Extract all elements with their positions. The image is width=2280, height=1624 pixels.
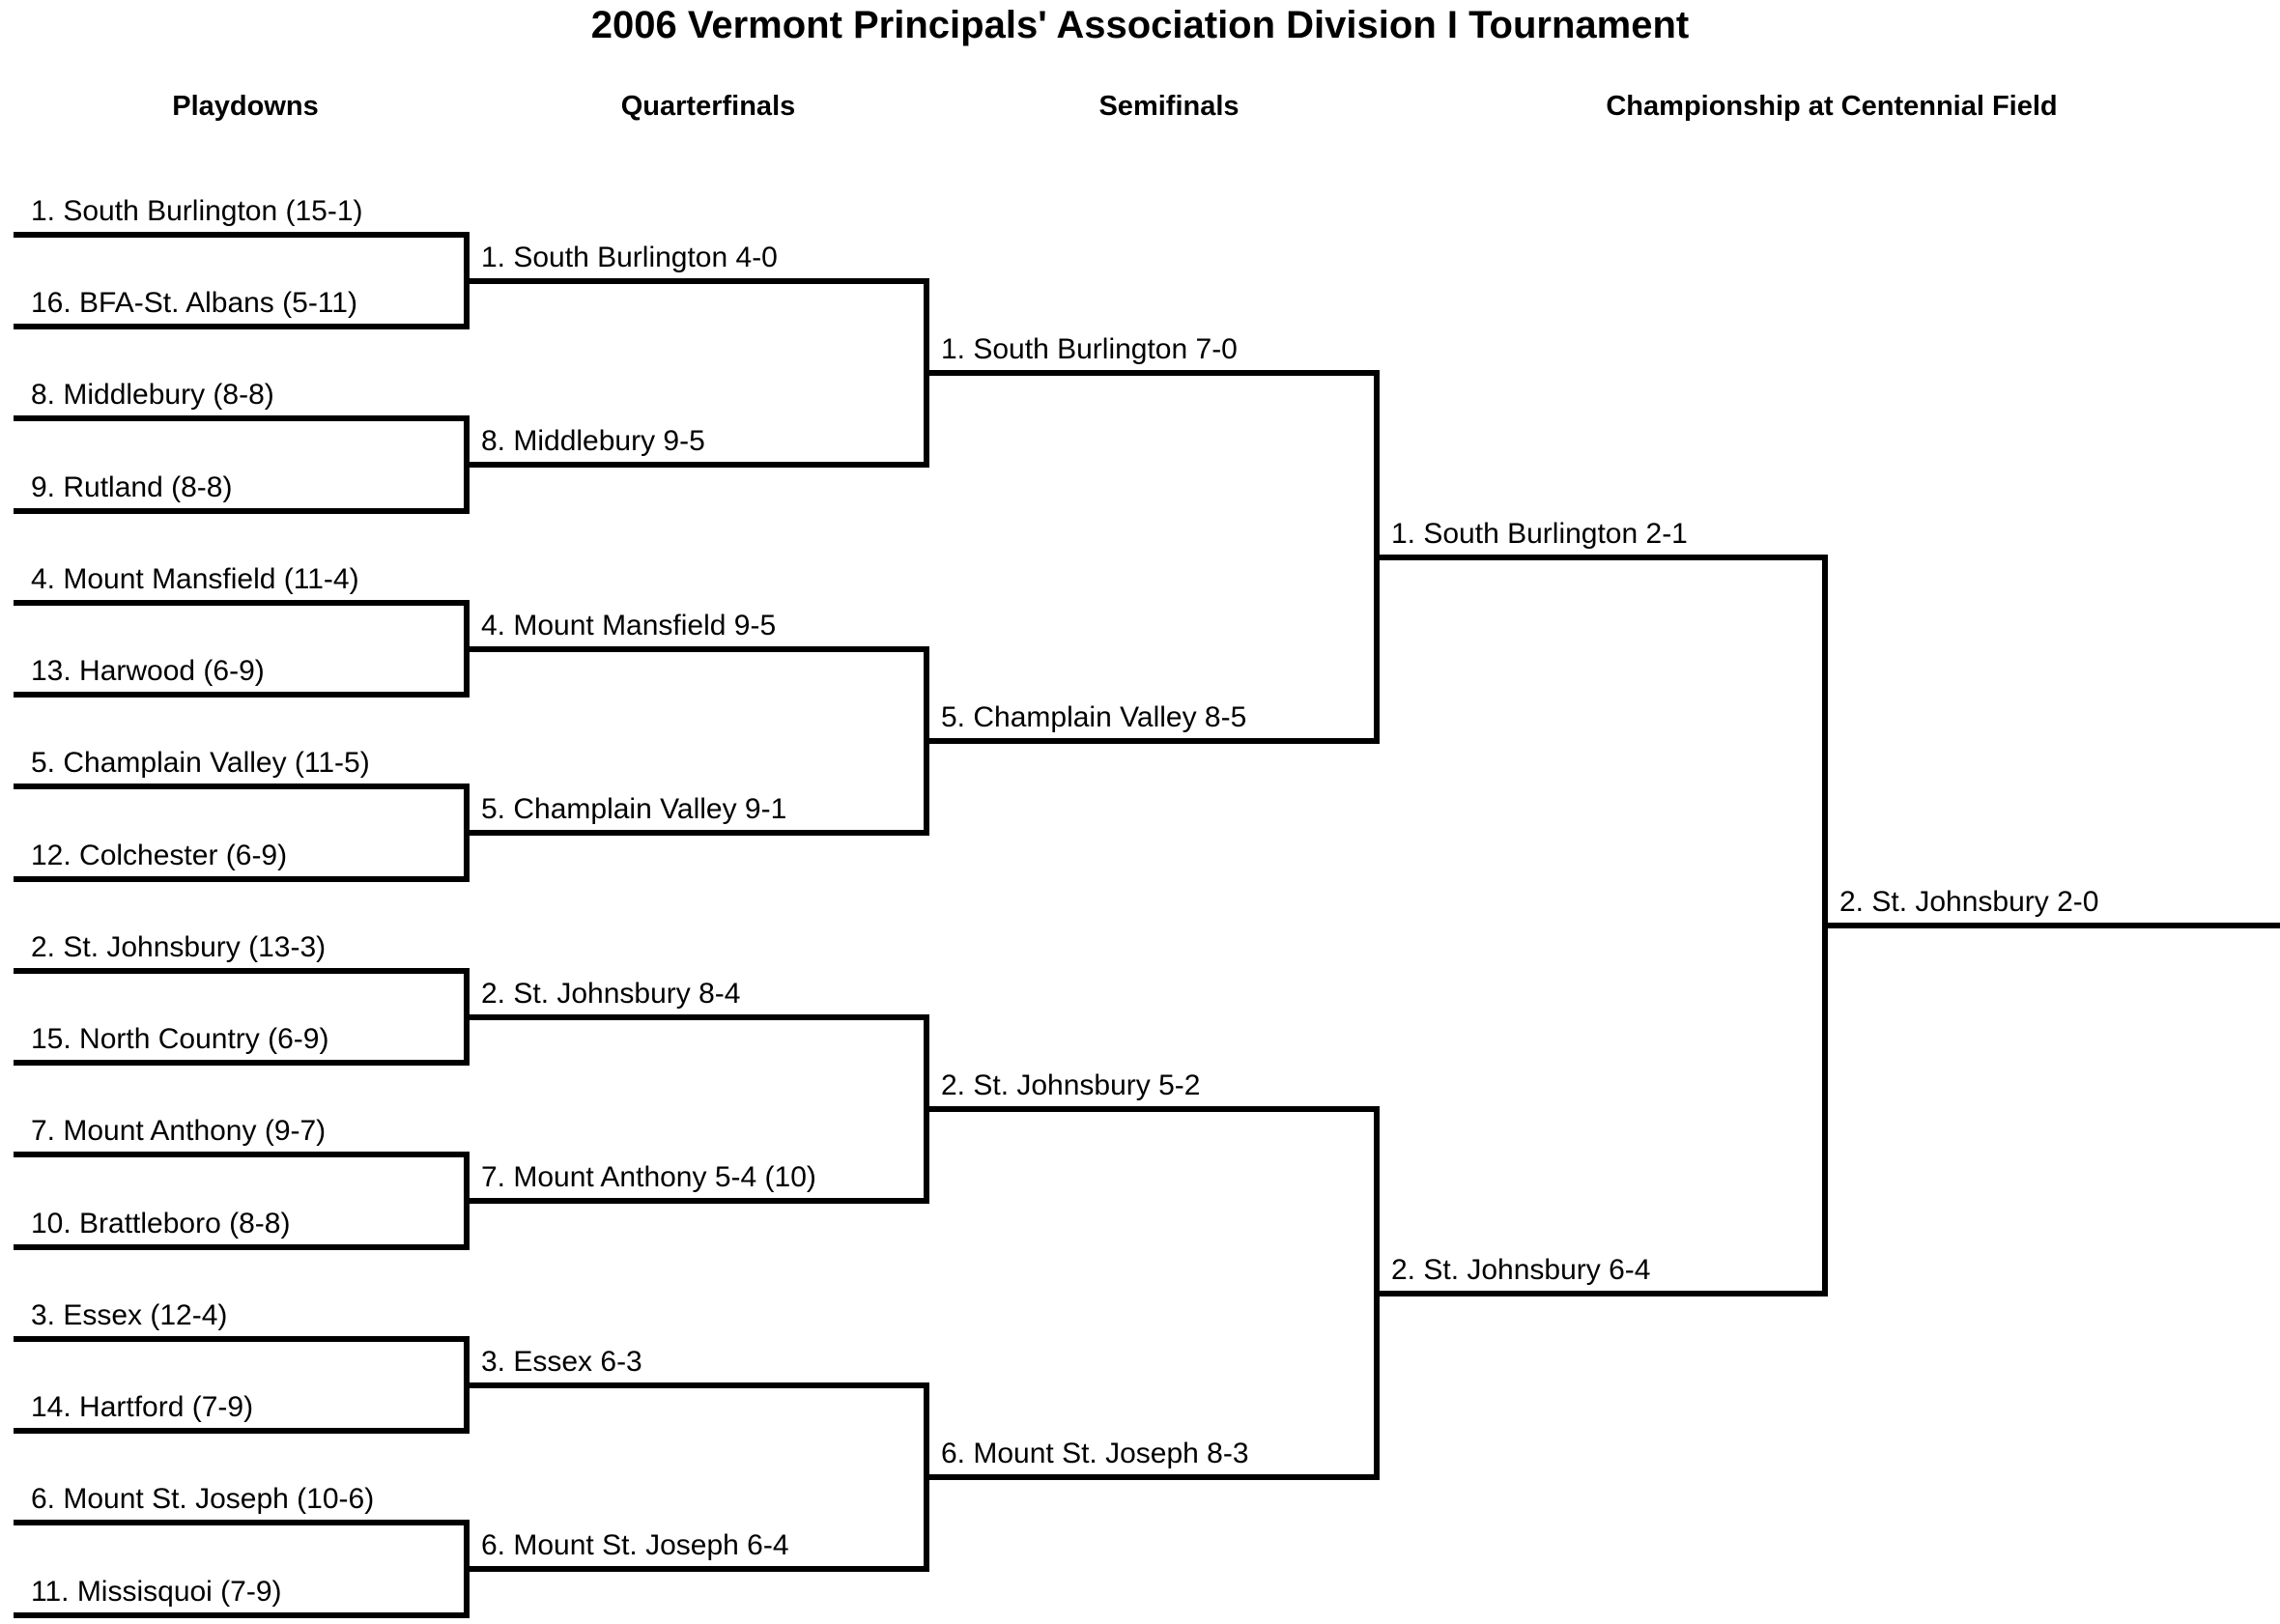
championship-finalist-label: 2. St. Johnsbury 6-4 bbox=[1391, 1254, 1651, 1286]
match-underline bbox=[924, 738, 1380, 744]
semifinal-winner-label: 5. Champlain Valley 8-5 bbox=[941, 701, 1247, 733]
match-underline bbox=[14, 1428, 470, 1434]
match-underline bbox=[464, 646, 929, 652]
playdown-team-label: 10. Brattleboro (8-8) bbox=[31, 1208, 291, 1239]
playdown-team-label: 8. Middlebury (8-8) bbox=[31, 379, 274, 411]
quarterfinal-winner-label: 7. Mount Anthony 5-4 (10) bbox=[481, 1161, 816, 1193]
match-underline bbox=[14, 508, 470, 514]
playdown-team-label: 2. St. Johnsbury (13-3) bbox=[31, 931, 327, 963]
match-underline bbox=[924, 1106, 1380, 1112]
quarterfinal-winner-label: 6. Mount St. Joseph 6-4 bbox=[481, 1529, 789, 1561]
quarterfinal-winner-label: 1. South Burlington 4-0 bbox=[481, 242, 778, 273]
page-title: 2006 Vermont Principals' Association Div… bbox=[590, 4, 1690, 46]
match-underline bbox=[924, 1474, 1380, 1480]
quarterfinal-winner-label: 5. Champlain Valley 9-1 bbox=[481, 793, 787, 825]
playdown-team-label: 7. Mount Anthony (9-7) bbox=[31, 1115, 327, 1147]
match-underline bbox=[464, 278, 929, 284]
match-underline bbox=[14, 1060, 470, 1066]
match-underline bbox=[14, 1520, 470, 1525]
match-underline bbox=[464, 1382, 929, 1388]
match-underline bbox=[464, 1566, 929, 1572]
match-underline bbox=[1374, 555, 1828, 560]
semifinal-winner-label: 1. South Burlington 7-0 bbox=[941, 333, 1238, 365]
playdown-team-label: 15. North Country (6-9) bbox=[31, 1023, 329, 1055]
match-underline bbox=[14, 1336, 470, 1342]
playdown-team-label: 11. Missisquoi (7-9) bbox=[31, 1576, 282, 1608]
match-underline bbox=[464, 462, 929, 468]
quarterfinal-winner-label: 4. Mount Mansfield 9-5 bbox=[481, 610, 777, 641]
playdown-team-label: 13. Harwood (6-9) bbox=[31, 655, 265, 687]
match-underline bbox=[14, 600, 470, 606]
match-underline bbox=[464, 1198, 929, 1204]
semifinal-winner-label: 2. St. Johnsbury 5-2 bbox=[941, 1069, 1201, 1101]
semifinal-winner-label: 6. Mount St. Joseph 8-3 bbox=[941, 1438, 1249, 1469]
playdown-team-label: 16. BFA-St. Albans (5-11) bbox=[31, 287, 357, 319]
playdown-team-label: 3. Essex (12-4) bbox=[31, 1299, 228, 1331]
playdown-team-label: 1. South Burlington (15-1) bbox=[31, 195, 363, 227]
round-header-championship: Championship at Centennial Field bbox=[1606, 91, 2058, 122]
match-underline bbox=[464, 830, 929, 836]
playdown-team-label: 6. Mount St. Joseph (10-6) bbox=[31, 1483, 375, 1515]
match-underline bbox=[14, 1152, 470, 1157]
match-underline bbox=[464, 1014, 929, 1020]
match-underline bbox=[14, 324, 470, 329]
playdown-team-label: 12. Colchester (6-9) bbox=[31, 840, 288, 871]
match-underline bbox=[924, 370, 1380, 376]
match-underline bbox=[14, 692, 470, 698]
playdown-team-label: 4. Mount Mansfield (11-4) bbox=[31, 563, 359, 595]
quarterfinal-winner-label: 3. Essex 6-3 bbox=[481, 1346, 642, 1378]
playdown-team-label: 5. Champlain Valley (11-5) bbox=[31, 747, 370, 779]
match-underline bbox=[14, 968, 470, 974]
champion-underline bbox=[1822, 923, 2280, 928]
round-header-semifinals: Semifinals bbox=[1098, 91, 1240, 122]
round-header-playdowns: Playdowns bbox=[172, 91, 319, 122]
match-underline bbox=[14, 1612, 470, 1618]
championship-finalist-label: 1. South Burlington 2-1 bbox=[1391, 518, 1688, 550]
match-underline bbox=[14, 415, 470, 421]
champion-label: 2. St. Johnsbury 2-0 bbox=[1839, 886, 2099, 918]
match-underline bbox=[14, 1244, 470, 1250]
match-underline bbox=[14, 232, 470, 238]
quarterfinal-winner-label: 2. St. Johnsbury 8-4 bbox=[481, 978, 741, 1010]
round-header-quarterfinals: Quarterfinals bbox=[620, 91, 796, 122]
playdown-team-label: 9. Rutland (8-8) bbox=[31, 471, 233, 503]
playdown-team-label: 14. Hartford (7-9) bbox=[31, 1391, 254, 1423]
match-underline bbox=[14, 784, 470, 789]
match-underline bbox=[1374, 1291, 1828, 1296]
quarterfinal-winner-label: 8. Middlebury 9-5 bbox=[481, 425, 705, 457]
match-underline bbox=[14, 876, 470, 882]
